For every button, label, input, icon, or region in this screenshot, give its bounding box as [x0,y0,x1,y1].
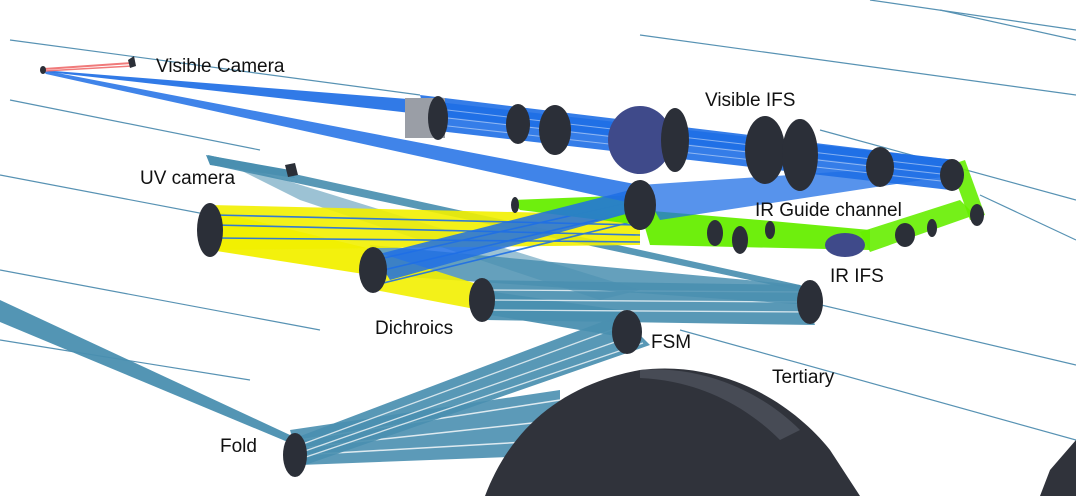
visible-ifs-lens-4 [608,106,672,174]
fsm-mirror [612,310,642,354]
ir-guide-mirror [970,204,984,226]
left-mirror [197,203,223,257]
fold-mirror [283,433,307,477]
ir-lens-2 [732,226,748,254]
dichroic-1 [359,247,387,293]
ir-pickoff [511,197,519,213]
ir-guide-lens-1 [895,223,915,247]
visible-ifs-lens-3 [539,105,571,155]
uv-camera-detector [285,163,298,177]
label-ir-ifs: IR IFS [830,266,884,287]
visible-ifs-lens-6 [745,116,785,184]
visible-ifs-lens-5 [661,108,689,172]
ir-lens-1 [707,220,723,246]
visible-ifs-lens-1b [428,96,448,140]
label-uv-camera: UV camera [140,168,235,189]
ir-lens-3 [765,221,775,239]
label-tertiary: Tertiary [772,367,835,388]
label-fold: Fold [220,436,257,457]
ir-ifs-optic [825,233,865,257]
visible-ifs-fold-mirror [940,159,964,191]
corner-structure [1040,440,1076,496]
upper-mirror [624,180,656,230]
uv-camera-body [206,155,295,178]
dichroic-2 [469,278,495,322]
visible-camera-beam [43,62,133,72]
visible-ifs-lens-7 [782,119,818,191]
label-ir-guide-channel: IR Guide channel [755,200,902,221]
visible-camera-body [128,56,136,68]
ir-guide-lens-2 [927,219,937,237]
label-visible-camera: Visible Camera [156,56,285,77]
right-mirror [797,280,823,324]
tertiary-mirror [485,368,860,496]
visible-ifs-lens-2 [506,104,530,144]
fsm-fold-beam [290,315,650,465]
visible-ifs-lens-8 [866,147,894,187]
optics [40,56,984,477]
label-dichroics: Dichroics [375,318,453,339]
label-fsm: FSM [651,332,691,353]
label-visible-ifs: Visible IFS [705,90,795,111]
visible-camera-detector [40,66,46,74]
